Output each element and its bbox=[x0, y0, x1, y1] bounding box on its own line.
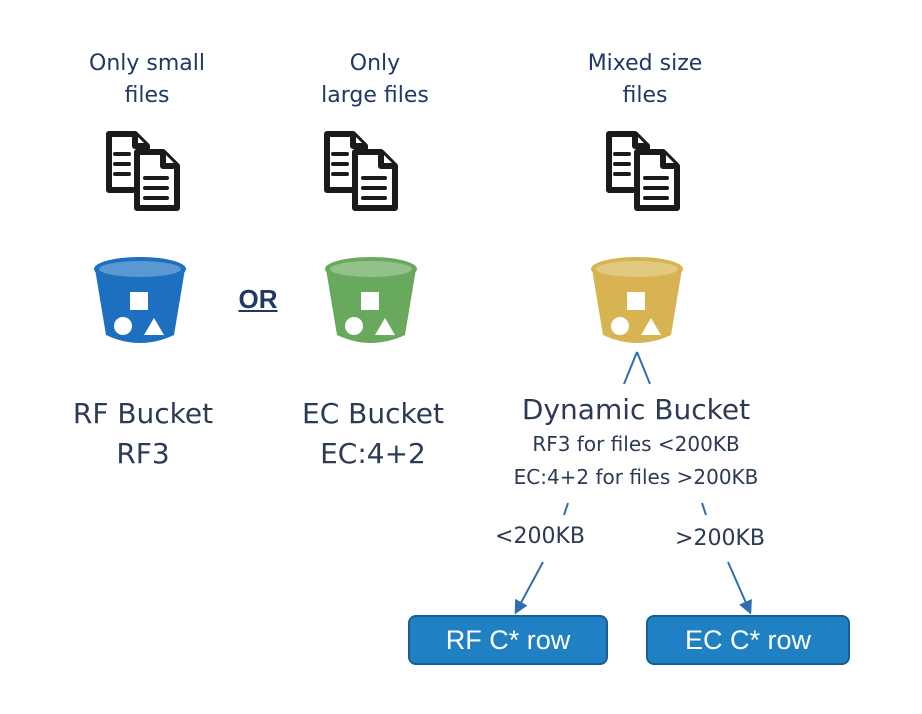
dynamic-bucket-icon bbox=[591, 257, 683, 343]
square-shape-icon bbox=[627, 292, 645, 310]
arrow-to-rf-row bbox=[514, 561, 544, 615]
branch-large-top-line bbox=[701, 502, 707, 516]
ec-caption-line-2: large files bbox=[321, 83, 429, 108]
ec-caption: Only large files bbox=[300, 48, 450, 112]
ec-bucket-icon bbox=[325, 257, 417, 343]
rf-bucket-label: RF Bucket RF3 bbox=[48, 394, 238, 474]
square-shape-icon bbox=[361, 292, 379, 310]
bucket-rim bbox=[94, 257, 186, 281]
rf-bucket-icon bbox=[94, 257, 186, 343]
documents-icon bbox=[606, 131, 680, 211]
documents-icon bbox=[324, 131, 398, 211]
or-separator: OR bbox=[238, 284, 278, 314]
ec-row-box: EC C* row bbox=[646, 615, 850, 665]
rf-caption-line-2: files bbox=[124, 83, 170, 108]
dynamic-bucket-title: Dynamic Bucket bbox=[521, 393, 751, 426]
branch-small-top-line bbox=[563, 502, 569, 516]
rf-row-box: RF C* row bbox=[408, 615, 608, 665]
documents-icon bbox=[106, 131, 180, 211]
dynamic-rule-large: EC:4+2 for files >200KB bbox=[513, 465, 759, 489]
triangle-shape-icon bbox=[375, 318, 395, 335]
ec-bucket-name: EC Bucket bbox=[302, 397, 444, 430]
ec-caption-line-1: Only bbox=[349, 51, 401, 76]
bucket-rim-highlight bbox=[330, 261, 412, 277]
dynamic-bucket-connector-left bbox=[623, 351, 638, 385]
dynamic-caption-line-2: files bbox=[622, 83, 668, 108]
arrow-to-ec-row bbox=[727, 561, 752, 615]
ec-bucket-policy: EC:4+2 bbox=[320, 437, 426, 470]
square-shape-icon bbox=[130, 292, 148, 310]
rf-caption-line-1: Only small bbox=[89, 51, 205, 76]
branch-small-condition: <200KB bbox=[495, 524, 585, 549]
ec-bucket-label: EC Bucket EC:4+2 bbox=[278, 394, 468, 474]
bucket-rim-highlight bbox=[99, 261, 181, 277]
rf-caption: Only small files bbox=[72, 48, 222, 112]
dynamic-bucket-connector-right bbox=[636, 351, 651, 385]
dynamic-caption: Mixed size files bbox=[570, 48, 720, 112]
branch-large-condition: >200KB bbox=[675, 526, 765, 551]
circle-shape-icon bbox=[345, 317, 363, 335]
bucket-rim bbox=[591, 257, 683, 281]
triangle-shape-icon bbox=[144, 318, 164, 335]
bucket-rim-highlight bbox=[596, 261, 678, 277]
triangle-shape-icon bbox=[641, 318, 661, 335]
circle-shape-icon bbox=[114, 317, 132, 335]
circle-shape-icon bbox=[611, 317, 629, 335]
rf-bucket-policy: RF3 bbox=[116, 437, 170, 470]
dynamic-rule-small: RF3 for files <200KB bbox=[532, 432, 740, 456]
dynamic-caption-line-1: Mixed size bbox=[587, 51, 703, 76]
rf-bucket-name: RF Bucket bbox=[72, 397, 214, 430]
bucket-rim bbox=[325, 257, 417, 281]
